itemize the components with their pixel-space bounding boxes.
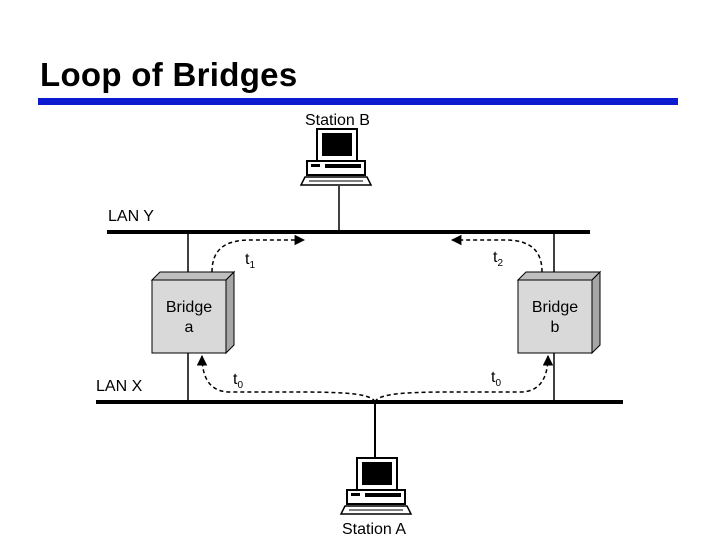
lan-y-label: LAN Y [108,208,154,225]
slide-title: Loop of Bridges [40,56,298,93]
station-b-label: Station B [305,112,370,129]
lan-x-label: LAN X [96,378,143,395]
frame-path-x-to-a [196,354,376,403]
bridge-a-label-line1: Bridge [166,299,212,316]
bridge-b-label-line2: b [551,319,560,336]
bridge-a-label-line2: a [185,319,194,336]
computer-icon [299,128,373,186]
title-rule [38,98,678,105]
bridge-b: Bridge b [516,270,602,355]
bridge-a: Bridge a [150,270,236,355]
computer-icon [339,457,413,515]
time-label-t0-right: t0 [491,369,501,389]
time-label-t2: t2 [493,249,503,269]
frame-path-a-to-y [211,234,306,273]
station-a-label: Station A [342,521,406,538]
bridge-b-label-line1: Bridge [532,299,578,316]
frame-path-b-to-y [450,234,543,273]
time-label-t1: t1 [245,251,255,271]
frame-path-x-to-b [374,354,554,403]
time-label-t0-left: t0 [233,371,243,391]
